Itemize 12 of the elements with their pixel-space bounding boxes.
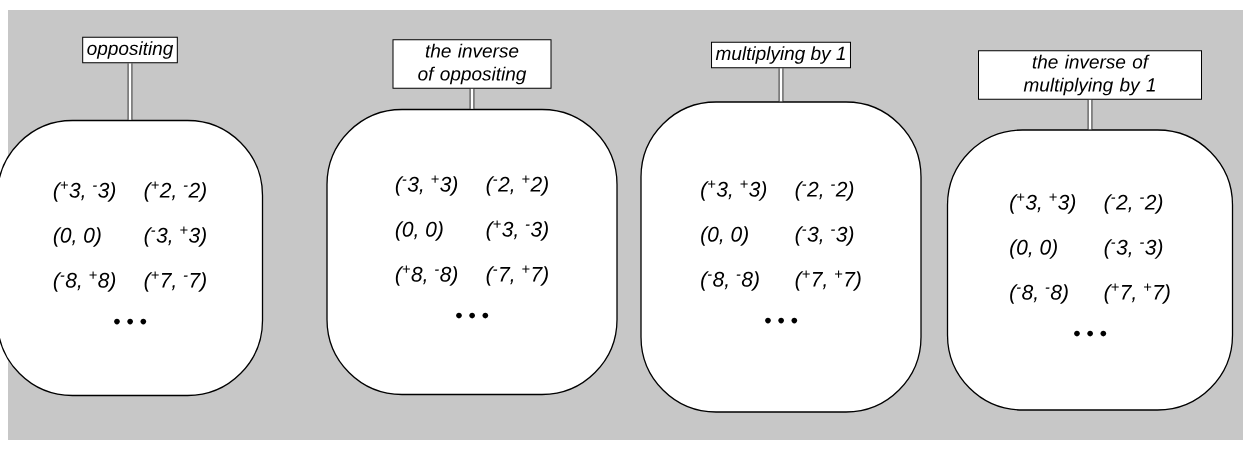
label-box: the inverse of multiplying by 1 (978, 50, 1202, 100)
set-blob: ($^{+}$3, $^{+}$3) ($^{-}$2, $^{-}$2) (0, 0) ($^{-}$3, $^{-}$3) ($^{-}$8, $^{-}$8) ($^{+}$7, $^{+}$7) • • • (946, 129, 1234, 411)
set-blob: ($^{+}$3, $^{+}$3) ($^{-}$2, $^{-}$2) (0, 0) ($^{-}$3, $^{-}$3) ($^{-}$8, $^{-}$8) ($^{+}$7, $^{+}$7) • • • (640, 101, 922, 413)
connector-line (469, 88, 475, 109)
set-blob: ($^{-}$3, $^{+}$3) ($^{-}$2, $^{+}$2) (0, 0) ($^{+}$3, $^{-}$3) ($^{+}$8, $^{-}$8) ($^{-}$7, $^{+}$7) • • • (326, 108, 618, 396)
connector-line (127, 63, 133, 120)
connector-line (778, 68, 784, 102)
label-box: the inverse of oppositing (392, 39, 552, 89)
label-box: multiplying by 1 (711, 41, 851, 69)
connector-line (1087, 99, 1093, 130)
set-blob: ($^{+}$3, $^{-}$3) ($^{+}$2, $^{-}$2) (0, 0) ($^{-}$3, $^{+}$3) ($^{-}$8, $^{+}$8) ($^{+}$7, $^{-}$7) • • • (0, 119, 264, 397)
label-box: oppositing (82, 36, 178, 64)
